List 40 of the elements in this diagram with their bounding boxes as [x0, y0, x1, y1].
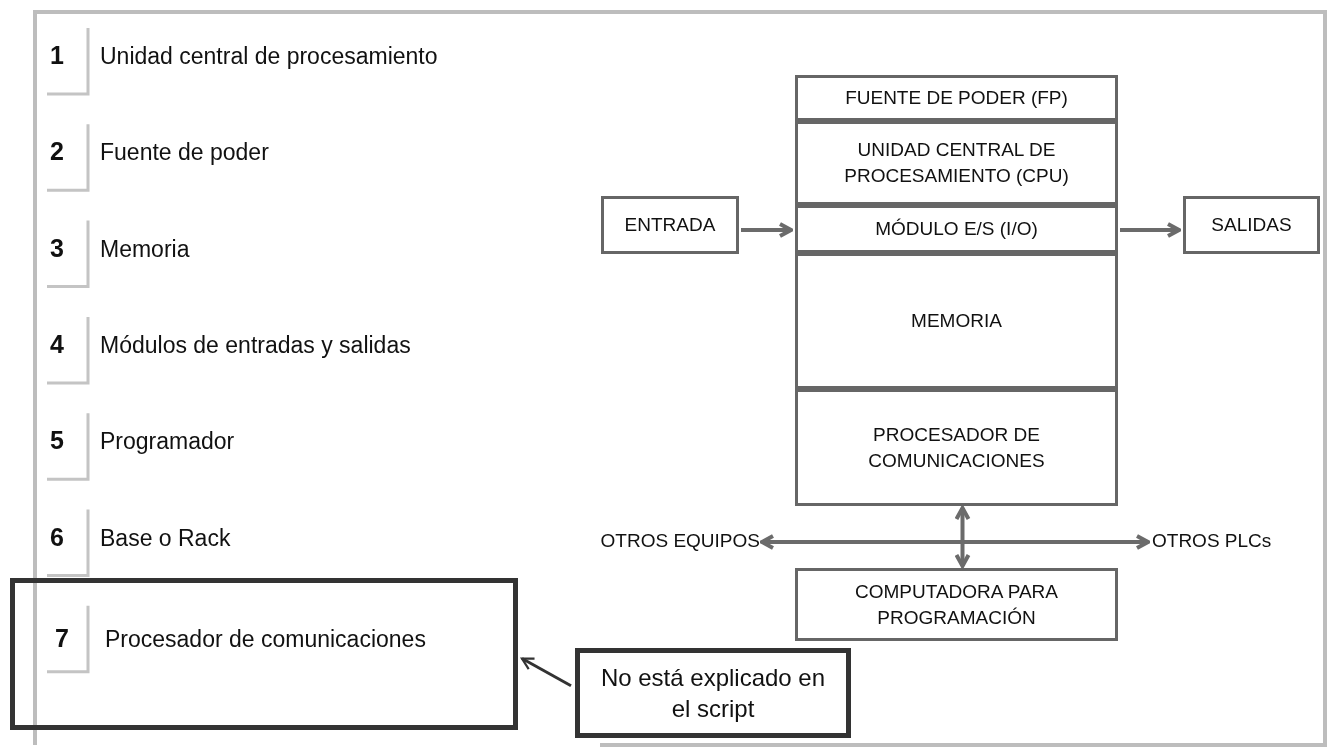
arrow [760, 534, 1150, 550]
block-box [795, 121, 1118, 205]
pointer-arrow [520, 657, 572, 688]
block-label: ENTRADA [624, 214, 716, 236]
item-number: 6 [50, 522, 64, 552]
arrow [954, 506, 971, 568]
block-box [1183, 196, 1320, 254]
block-box [795, 75, 1118, 121]
endpoint-label: OTROS EQUIPOS [600, 530, 760, 552]
item-number: 4 [50, 329, 64, 359]
item-text: Base o Rack [100, 524, 231, 552]
endpoint-label: OTROS PLCs [1152, 530, 1272, 552]
block-label: SALIDAS [1211, 214, 1292, 236]
note-box [575, 648, 851, 738]
item-text: Programador [100, 428, 235, 456]
item-text: Memoria [100, 235, 190, 263]
item-number: 2 [50, 137, 64, 167]
block-label: MEMORIA [911, 309, 1002, 334]
block-box [795, 389, 1118, 506]
item-number: 3 [50, 233, 64, 263]
note-text: No está explicado en el script [599, 662, 827, 724]
block-label: FUENTE DE PODER (FP) [845, 86, 1068, 111]
highlight-box [10, 578, 518, 730]
item-text: Módulos de entradas y salidas [100, 331, 411, 359]
block-box [601, 196, 739, 254]
arrow [1120, 222, 1181, 238]
block-label: COMPUTADORA PARA PROGRAMACIÓN [853, 579, 1059, 630]
arrow [741, 222, 793, 238]
block-box [795, 205, 1118, 253]
block-box [795, 253, 1118, 389]
item-text: Fuente de poder [100, 139, 269, 167]
block-label: MÓDULO E/S (I/O) [875, 217, 1038, 242]
item-text: Unidad central de procesamiento [100, 43, 438, 70]
item-number: 7 [55, 623, 69, 653]
block-label: PROCESADOR DE COMUNICACIONES [867, 422, 1046, 473]
block-box [795, 568, 1118, 641]
item-number: 1 [50, 41, 64, 70]
block-label: UNIDAD CENTRAL DE PROCESAMIENTO (CPU) [843, 138, 1070, 188]
item-text: Procesador de comunicaciones [105, 625, 426, 653]
item-number: 5 [50, 426, 64, 456]
